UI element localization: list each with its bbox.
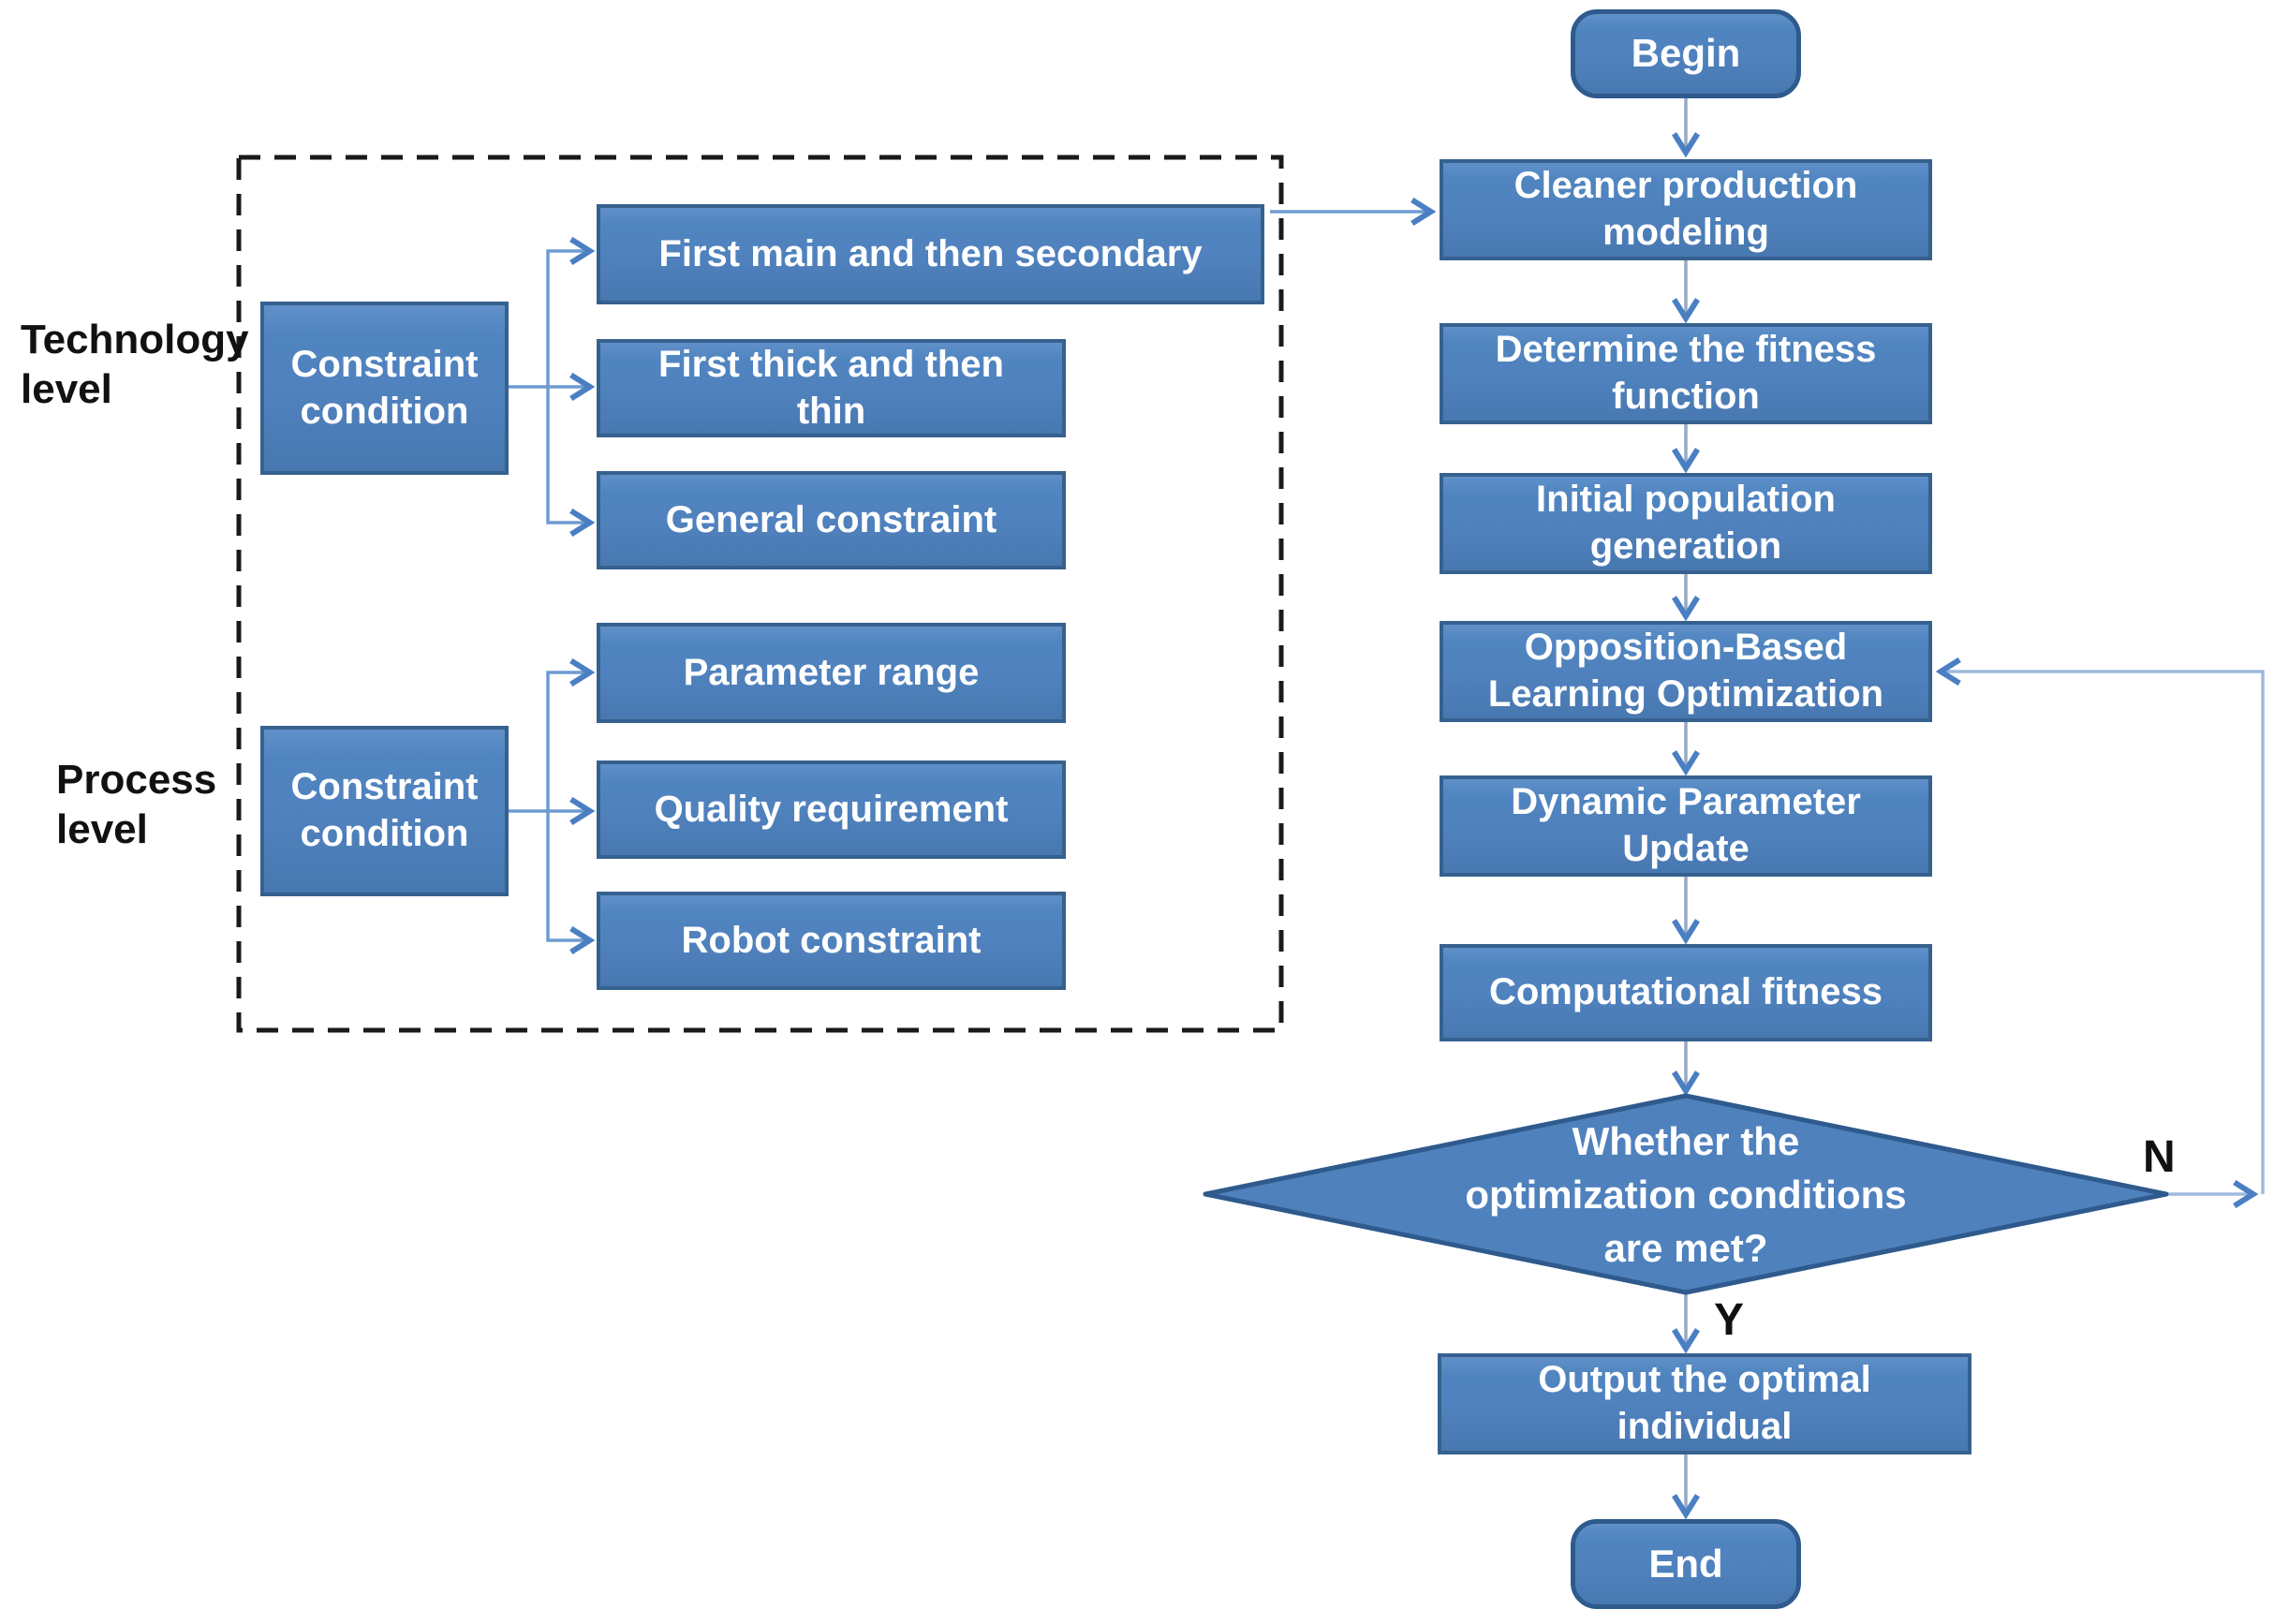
process-constraint-box: Constraint condition: [260, 726, 509, 896]
branch-label-yes: Y: [1714, 1295, 1745, 1345]
node-cleaner-production-modeling: Cleaner production modeling: [1440, 159, 1932, 260]
arrow-loop-to-opposition: [1944, 672, 2265, 1194]
item-general-constraint: General constraint: [597, 471, 1066, 569]
item-robot-constraint: Robot constraint: [597, 892, 1066, 990]
arrow-process-constraint-bottom: [546, 811, 586, 940]
node-initial-population-generation: Initial population generation: [1440, 473, 1932, 574]
node-output-optimal-individual: Output the optimal individual: [1438, 1353, 1971, 1454]
decision-line-3: are met?: [1603, 1225, 1768, 1270]
item-first-main-secondary: First main and then secondary: [597, 204, 1264, 304]
node-dynamic-parameter-update: Dynamic Parameter Update: [1440, 775, 1932, 877]
node-determine-fitness-function: Determine the fitness function: [1440, 323, 1932, 424]
decision-line-1: Whether the: [1572, 1118, 1800, 1163]
node-decision-label: Whether the optimization conditions are …: [1424, 1112, 1948, 1277]
process-level-label: Process level: [56, 757, 217, 852]
decision-diamond-shape: [1203, 1093, 2169, 1295]
branch-label-no: N: [2143, 1132, 2176, 1182]
arrow-tech-constraint-bottom: [546, 387, 586, 523]
dashed-group-border: [236, 155, 1284, 1033]
technology-level-label: Technology level: [21, 317, 249, 412]
item-first-thick-thin: First thick and then thin: [597, 339, 1066, 437]
arrow-process-constraint-top: [546, 672, 586, 811]
node-begin: Begin: [1571, 9, 1801, 98]
technology-constraint-box: Constraint condition: [260, 302, 509, 475]
node-opposition-based-learning: Opposition-Based Learning Optimization: [1440, 621, 1932, 722]
arrow-tech-constraint-top: [546, 251, 586, 387]
item-quality-requirement: Quality requirement: [597, 760, 1066, 859]
node-end: End: [1571, 1519, 1801, 1609]
node-computational-fitness: Computational fitness: [1440, 944, 1932, 1041]
item-parameter-range: Parameter range: [597, 623, 1066, 723]
decision-line-2: optimization conditions: [1465, 1172, 1907, 1217]
